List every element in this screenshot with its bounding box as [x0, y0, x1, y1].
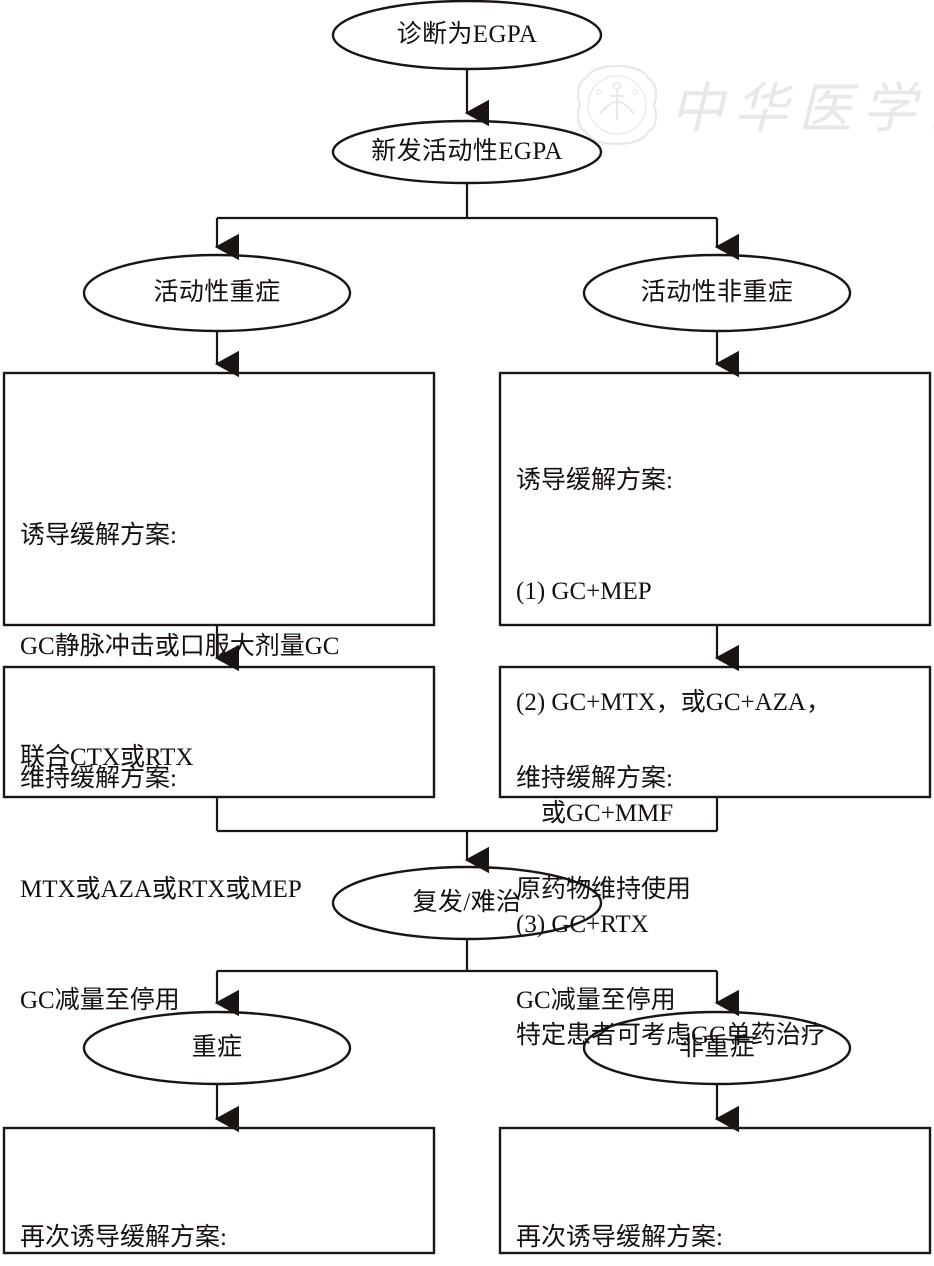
box-reinduction-nonsevere-text: 再次诱导缓解方案: 增加GC剂量和（或）使用MEP 优化局部治疗: [516, 1224, 723, 1251]
node-severe-label: 重症: [191, 1034, 243, 1061]
box-reinduction-nonsevere-shape: [498, 1126, 932, 1255]
node-diagnosis-label: 诊断为EGPA: [396, 21, 538, 48]
box-induction-severe-shape: [2, 371, 436, 627]
node-new-active-label: 新发活动性EGPA: [371, 138, 563, 165]
node-relapse-label: 复发/难治: [412, 889, 522, 916]
box-maintenance-nonsevere-text: 维持缓解方案: 原药物维持使用 GC减量至停用: [516, 765, 692, 1014]
node-active-nonsevere-label: 活动性非重症: [640, 279, 794, 306]
node-active-severe-label: 活动性重症: [153, 279, 281, 306]
box-maintenance-severe-text: 维持缓解方案: MTX或AZA或RTX或MEP GC减量至停用: [20, 765, 302, 1014]
box-induction-severe-text: 诱导缓解方案: GC静脉冲击或口服大剂量GC 联合CTX或RTX: [20, 522, 340, 771]
box-reinduction-severe-shape: [2, 1126, 436, 1255]
node-nonsevere-label: 非重症: [678, 1034, 756, 1061]
box-reinduction-severe-text: 再次诱导缓解方案: GC静脉冲击或大剂量口服GC 联合RTX或CTX: [20, 1224, 227, 1251]
box-induction-nonsevere-text: 诱导缓解方案: (1) GC+MEP (2) GC+MTX，或GC+AZA， 或…: [516, 467, 831, 1049]
box-induction-nonsevere-shape: [498, 371, 932, 627]
